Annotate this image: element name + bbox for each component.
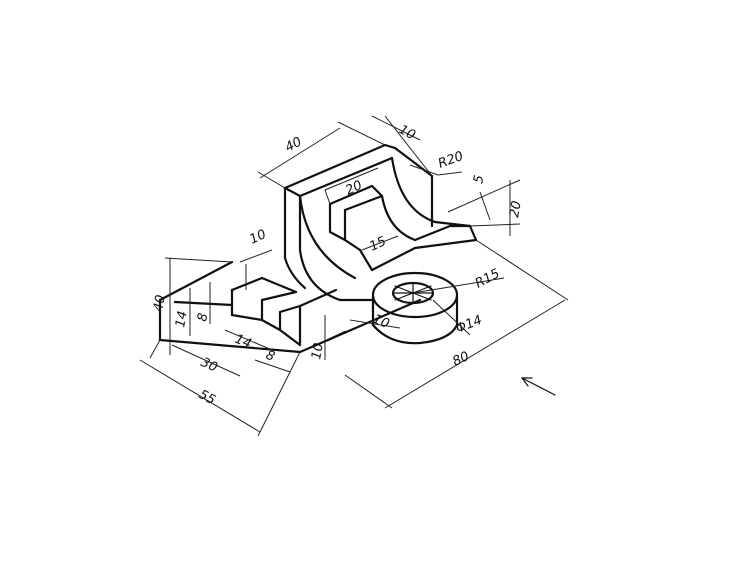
dim-55: 55 — [196, 387, 218, 408]
dim-phi14: Φ14 — [454, 313, 484, 337]
dim-10-mid: 10 — [371, 312, 392, 332]
dim-10-front: 10 — [309, 342, 327, 361]
dim-8-height: 8 — [195, 312, 211, 323]
dim-10-left: 10 — [247, 227, 268, 248]
dim-r20: R20 — [436, 149, 465, 172]
dim-r15: R15 — [473, 266, 503, 291]
dim-5: 5 — [471, 174, 487, 185]
dim-10-top: 10 — [396, 122, 418, 143]
dim-30: 30 — [198, 355, 219, 376]
dim-15: 15 — [367, 234, 388, 255]
dimension-lines — [139, 115, 569, 437]
dimension-labels: 40 10 R20 20 5 20 15 10 R15 40 14 8 10 1… — [151, 122, 525, 408]
dim-8-width: 8 — [264, 348, 277, 365]
dim-20-slot: 20 — [343, 178, 364, 199]
part-outline — [158, 143, 478, 354]
dim-40-top: 40 — [283, 135, 305, 156]
dim-80: 80 — [450, 349, 471, 370]
dim-14-height: 14 — [173, 310, 191, 329]
dim-40-height: 40 — [151, 294, 169, 313]
dim-20-right: 20 — [507, 200, 525, 219]
dim-14-width: 14 — [233, 332, 254, 352]
